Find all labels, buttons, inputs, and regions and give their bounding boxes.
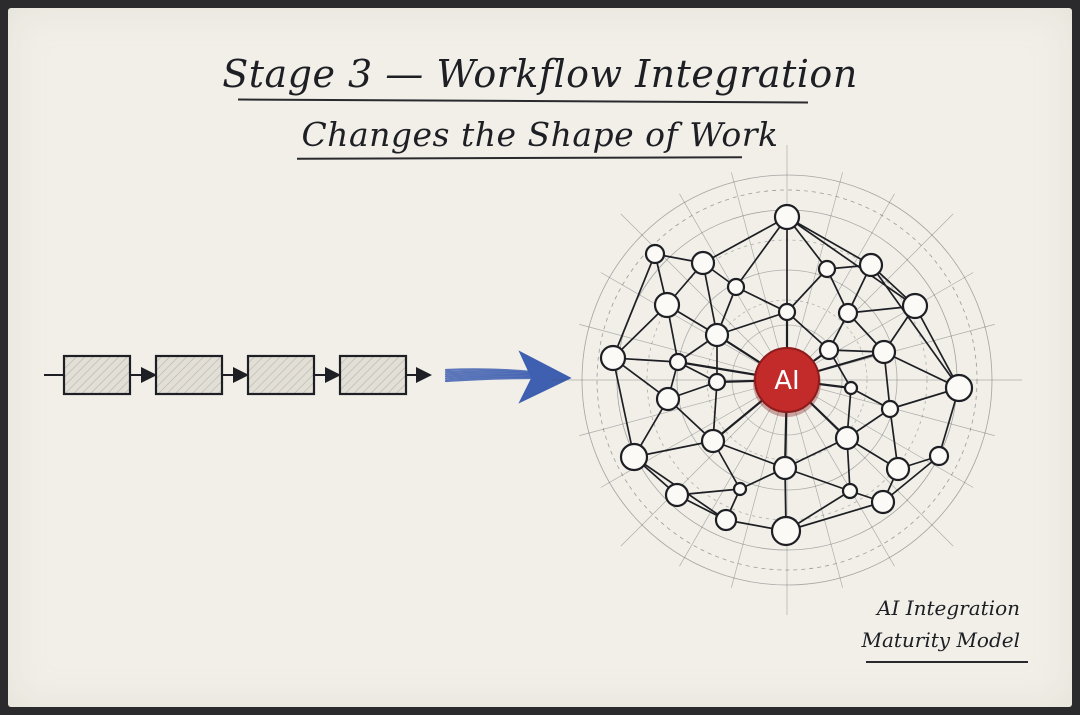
guide-ray <box>786 379 843 588</box>
guide-ray <box>731 172 788 381</box>
network-edge <box>870 264 960 389</box>
network-edge <box>735 286 788 313</box>
guide-ray <box>579 324 788 381</box>
network-edge <box>786 216 872 266</box>
guide-ray <box>600 272 788 381</box>
network-node <box>668 352 688 372</box>
network-node <box>664 482 690 508</box>
guide-ray <box>731 379 788 588</box>
guide-ray <box>579 379 788 436</box>
transition-arrow <box>444 350 572 404</box>
network-node <box>700 428 726 454</box>
network-node <box>619 442 649 472</box>
arrow-stroke <box>444 372 534 376</box>
process-step-box <box>154 354 224 396</box>
network-node <box>704 322 730 348</box>
guide-ray <box>786 379 974 488</box>
process-step-box <box>338 354 408 396</box>
arrow-head <box>518 350 572 404</box>
guide-ray <box>786 272 974 381</box>
network-node <box>772 455 798 481</box>
network-edge <box>735 216 788 288</box>
network-node <box>817 259 837 279</box>
network-node <box>885 456 911 482</box>
network-node <box>644 243 666 265</box>
arrow-stroke <box>444 373 534 378</box>
network-node <box>843 380 859 396</box>
diagram-subtitle: Changes the Shape of Work <box>301 115 779 154</box>
arrow-stroke <box>444 368 534 374</box>
badge-line-2: Maturity Model <box>861 628 1020 652</box>
network-node <box>707 372 727 392</box>
badge-line-1: AI Integration <box>877 596 1020 620</box>
guide-circle <box>581 174 993 586</box>
guide-ray <box>786 193 895 381</box>
network-node <box>732 481 748 497</box>
guide-circle <box>706 299 868 461</box>
ai-hub-label: AI <box>774 366 799 396</box>
network-node <box>834 425 860 451</box>
guide-ray <box>620 213 788 381</box>
network-edge <box>786 216 916 307</box>
network-edge <box>716 311 788 336</box>
arrow-stroke <box>444 370 534 375</box>
guide-ray <box>786 172 843 381</box>
network-node <box>880 399 900 419</box>
arrow-stroke <box>444 376 534 383</box>
network-edge <box>702 216 788 264</box>
network-edge <box>612 357 635 458</box>
ai-hub <box>754 347 820 413</box>
maturity-badge: AI Integration Maturity Model <box>861 592 1020 656</box>
network-node <box>870 489 896 515</box>
network-edge <box>612 253 656 359</box>
badge-underline <box>866 661 1028 663</box>
network-node <box>871 339 897 365</box>
network-node <box>726 277 746 297</box>
network-node <box>773 203 801 231</box>
arrow-stroke <box>444 375 534 380</box>
network-edge <box>702 262 718 336</box>
network-node <box>837 302 859 324</box>
guide-circle <box>596 189 978 571</box>
network-node <box>841 482 859 500</box>
diagram-title: Stage 3 — Workflow Integration <box>222 52 858 96</box>
process-step-box <box>62 354 132 396</box>
network-edge <box>914 305 960 389</box>
network-node <box>714 508 738 532</box>
network-node <box>599 344 627 372</box>
guide-ray <box>786 379 895 567</box>
network-node <box>901 292 929 320</box>
process-step-box <box>246 354 316 396</box>
guide-ray <box>786 213 954 381</box>
network-node <box>653 291 681 319</box>
network-node <box>777 302 797 322</box>
network-edge <box>712 440 786 469</box>
network-node <box>818 339 840 361</box>
network-node <box>944 373 974 403</box>
guide-ray <box>679 379 788 567</box>
linear-process <box>44 354 432 396</box>
network-edge <box>785 501 884 532</box>
guide-ray <box>620 379 788 547</box>
network-node <box>928 445 950 467</box>
network-edge <box>786 268 828 313</box>
network-node <box>690 250 716 276</box>
network-node <box>655 386 681 412</box>
network-node <box>858 252 884 278</box>
ai-network: AI <box>552 145 1022 615</box>
network-node <box>770 515 802 547</box>
